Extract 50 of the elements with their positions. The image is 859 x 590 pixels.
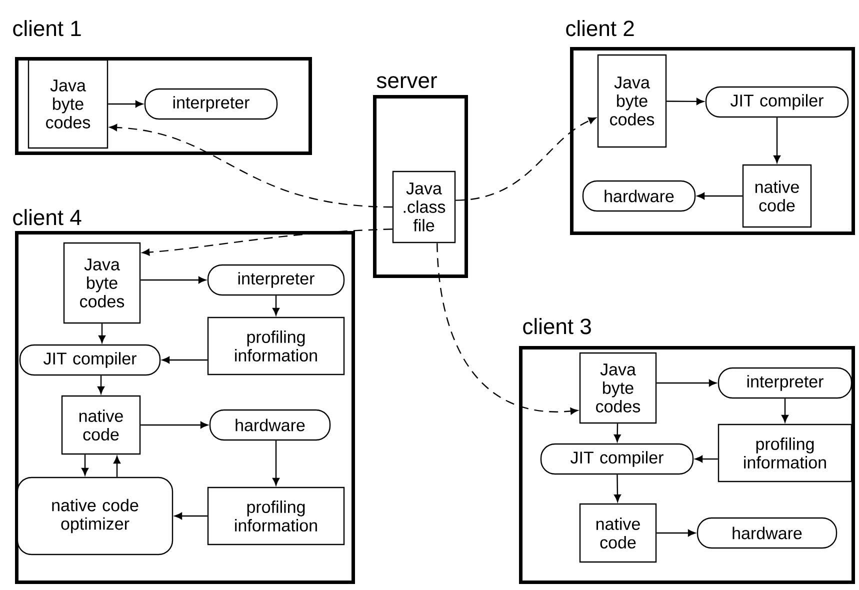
arrow <box>666 98 704 105</box>
arrow <box>656 380 716 386</box>
arrow <box>656 530 696 536</box>
process-box: native code <box>742 164 812 228</box>
arrow <box>114 456 120 477</box>
node-label: client 1 <box>13 20 81 36</box>
process-box: Java byte codes <box>63 242 141 324</box>
arrow <box>98 376 104 394</box>
arrow <box>98 324 106 343</box>
process-box: Java byte codes <box>28 59 108 149</box>
arrow <box>782 398 788 422</box>
arrow <box>82 454 88 476</box>
process-box: Java .class file <box>392 170 456 244</box>
process-box: Java byte codes <box>579 352 657 424</box>
process-box: native code <box>61 395 141 455</box>
arrow <box>272 440 280 486</box>
rounded-box: interpreter <box>144 88 278 120</box>
arrow <box>108 100 143 108</box>
node-label: server <box>376 76 437 88</box>
dashed-arrow <box>142 228 392 256</box>
rounded-box: native code optimizer <box>16 476 174 556</box>
arrow <box>614 424 621 442</box>
rounded-box: JIT compiler <box>540 443 694 475</box>
rounded-box: interpreter <box>207 264 345 296</box>
process-box: profiling information <box>207 316 345 376</box>
node-label: client 4 <box>13 209 82 226</box>
arrow <box>774 118 780 163</box>
arrow <box>695 456 718 462</box>
rounded-box: hardware <box>582 180 696 212</box>
rounded-box: JIT compiler <box>19 344 161 376</box>
dashed-arrow <box>110 124 392 208</box>
arrow <box>140 276 206 284</box>
dashed-arrow <box>456 117 596 201</box>
process-box: profiling information <box>718 424 852 482</box>
arrow <box>697 192 742 200</box>
dashed-arrow <box>436 243 578 415</box>
process-box: Java byte codes <box>597 54 667 148</box>
node-label: client 3 <box>523 318 591 334</box>
rounded-box: hardware <box>696 517 838 549</box>
rounded-box: JIT compiler <box>705 86 849 118</box>
arrow <box>614 474 621 502</box>
arrow <box>272 296 280 316</box>
arrow <box>162 356 208 364</box>
rounded-box: hardware <box>209 409 331 441</box>
arrow <box>174 512 208 520</box>
process-box: native code <box>579 503 657 563</box>
arrow <box>140 422 208 428</box>
rounded-box: interpreter <box>718 367 852 399</box>
process-box: profiling information <box>207 486 345 546</box>
node-label: client 2 <box>566 20 634 36</box>
